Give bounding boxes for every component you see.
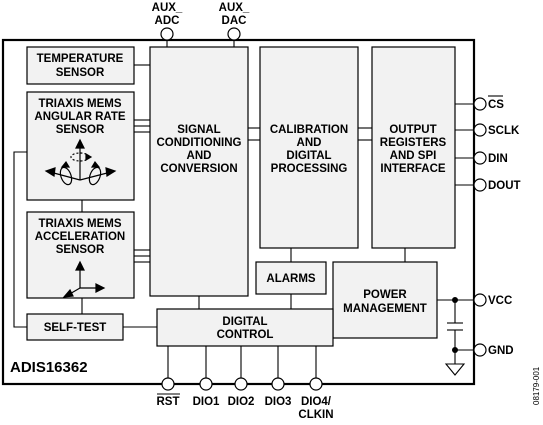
- temperature-sensor-label-1: TEMPERATURE: [37, 53, 124, 65]
- vcc-pin: [473, 293, 487, 307]
- dio2-label: DIO2: [228, 396, 255, 408]
- alarms-label: ALARMS: [266, 273, 316, 285]
- accel-label-2: ACCELERATION: [35, 231, 126, 243]
- digital-label-1: DIGITAL: [222, 316, 267, 328]
- output-label-3: AND SPI: [390, 150, 437, 162]
- gyro-label-1: TRIAXIS MEMS: [38, 98, 121, 110]
- dio1-label: DIO1: [193, 396, 220, 408]
- dio3-label: DIO3: [265, 396, 292, 408]
- vcc-label: VCC: [488, 295, 512, 307]
- self-test-label: SELF-TEST: [44, 322, 107, 334]
- output-registers-block: OUTPUT REGISTERS AND SPI INTERFACE: [371, 46, 456, 249]
- signal-conditioning-block: SIGNAL CONDITIONING AND CONVERSION: [149, 46, 249, 297]
- gyro-axes-icon: [44, 138, 117, 186]
- output-label-4: INTERFACE: [380, 163, 446, 175]
- gnd-label: GND: [488, 345, 514, 357]
- digital-label-2: CONTROL: [217, 329, 274, 341]
- accel-axes-icon: [62, 260, 106, 298]
- accel-label-3: SENSOR: [56, 244, 105, 256]
- figure-id: 08179-001: [532, 366, 541, 405]
- din-label: DIN: [488, 153, 508, 165]
- gyro-label-3: SENSOR: [56, 124, 105, 136]
- digital-control-block: DIGITAL CONTROL: [156, 308, 334, 347]
- temperature-sensor-block: TEMPERATURE SENSOR: [26, 46, 135, 85]
- alarms-block: ALARMS: [255, 261, 327, 295]
- pins: [160, 27, 487, 391]
- power-label-2: MANAGEMENT: [343, 303, 427, 315]
- output-label-2: REGISTERS: [380, 137, 447, 149]
- aux-adc-pin: [160, 27, 174, 41]
- calibration-label-3: DIGITAL: [286, 150, 331, 162]
- sclk-label: SCLK: [488, 125, 520, 137]
- dout-label: DOUT: [488, 180, 521, 192]
- temperature-sensor-label-2: SENSOR: [56, 67, 105, 79]
- din-pin: [473, 151, 487, 165]
- dio4-label-2: CLKIN: [298, 409, 333, 421]
- signal-label-1: SIGNAL: [177, 124, 220, 136]
- gyro-label-2: ANGULAR RATE: [34, 111, 125, 123]
- dout-pin: [473, 178, 487, 192]
- power-management-block: POWER MANAGEMENT: [332, 261, 438, 339]
- rst-pin: [161, 377, 175, 391]
- dio4-label-1: DIO4/: [301, 396, 332, 408]
- dio4-pin: [309, 377, 323, 391]
- power-label-1: POWER: [363, 289, 407, 301]
- cs-label: CS: [488, 99, 504, 111]
- dio2-pin: [234, 377, 248, 391]
- calibration-block: CALIBRATION AND DIGITAL PROCESSING: [259, 46, 359, 249]
- accelerometer-block: TRIAXIS MEMS ACCELERATION SENSOR: [26, 211, 135, 299]
- gyro-block: TRIAXIS MEMS ANGULAR RATE SENSOR: [26, 91, 135, 201]
- aux-dac-label-2: DAC: [222, 15, 247, 27]
- aux-adc-label-2: ADC: [155, 15, 180, 27]
- self-test-block: SELF-TEST: [26, 313, 124, 341]
- signal-label-2: CONDITIONING: [157, 137, 242, 149]
- accel-label-1: TRIAXIS MEMS: [38, 218, 121, 230]
- rst-label: RST: [157, 396, 180, 408]
- dio1-pin: [199, 377, 213, 391]
- aux-dac-pin: [227, 27, 241, 41]
- aux-adc-label-1: AUX_: [152, 2, 183, 14]
- aux-dac-label-1: AUX_: [219, 2, 250, 14]
- cs-pin: [473, 97, 487, 111]
- calibration-label-4: PROCESSING: [271, 163, 348, 175]
- signal-label-4: CONVERSION: [160, 163, 237, 175]
- output-label-1: OUTPUT: [389, 124, 436, 136]
- device-name: ADIS16362: [10, 359, 88, 376]
- gnd-pin: [473, 343, 487, 357]
- calibration-label-2: AND: [297, 137, 322, 149]
- signal-label-3: AND: [187, 150, 212, 162]
- dio3-pin: [271, 377, 285, 391]
- sclk-pin: [473, 123, 487, 137]
- calibration-label-1: CALIBRATION: [270, 124, 348, 136]
